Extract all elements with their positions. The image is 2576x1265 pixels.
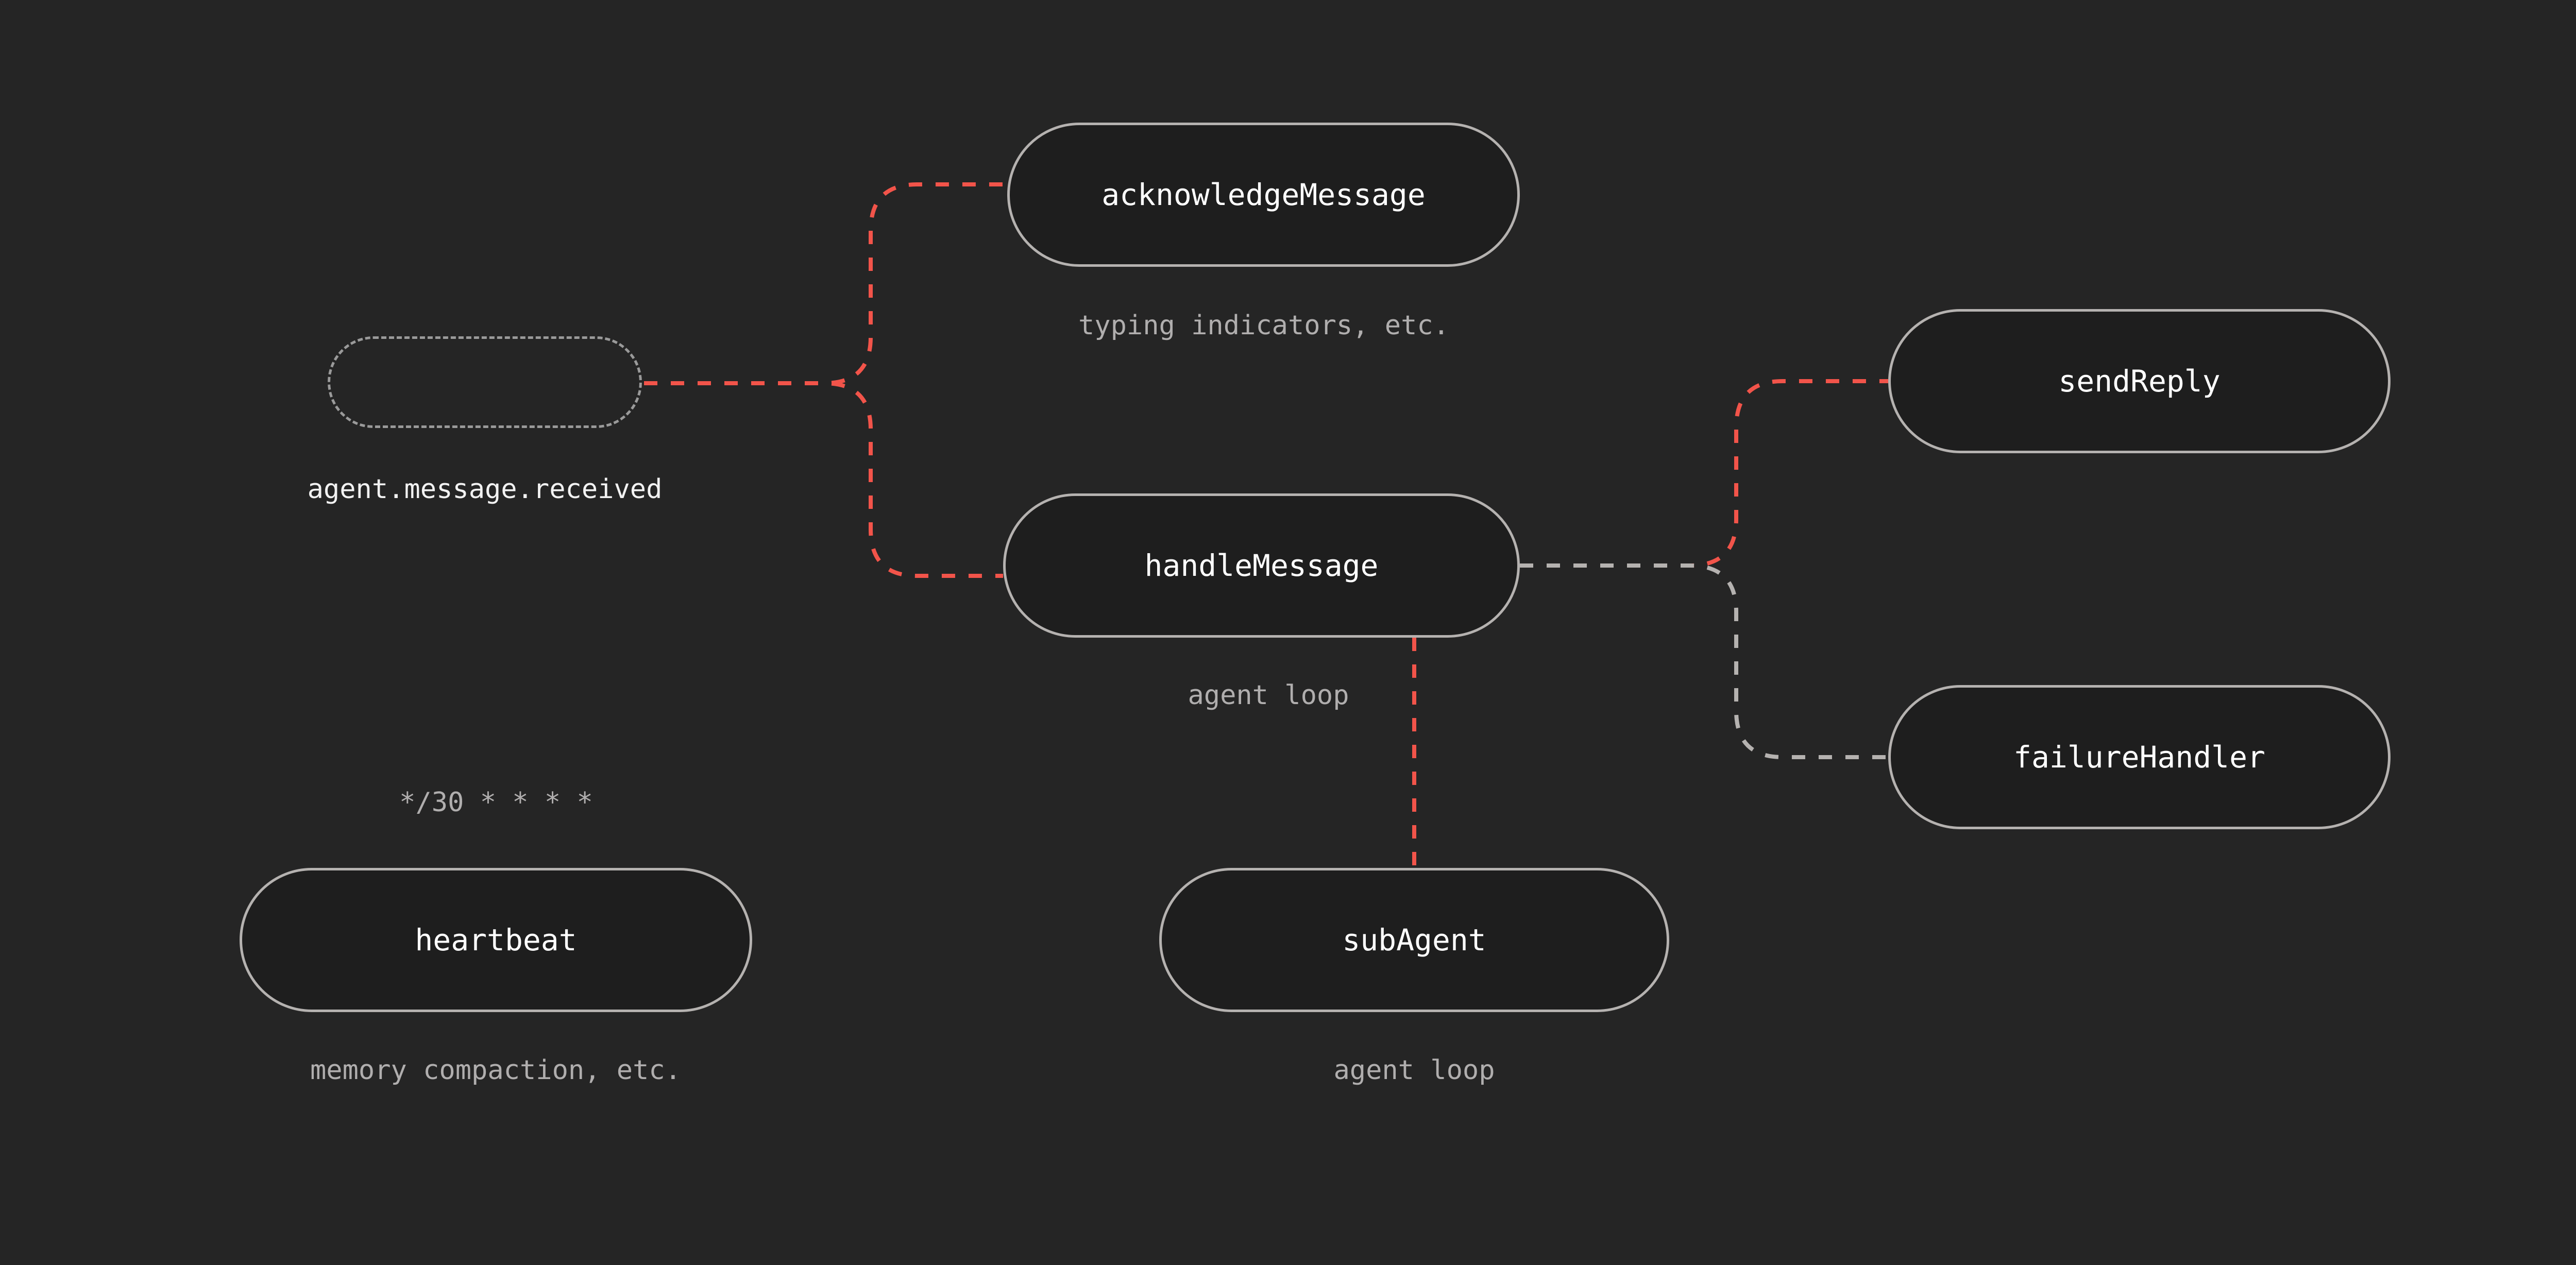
node-heartbeat[interactable]: heartbeat <box>240 868 752 1012</box>
edge-trigger-to-handle-message <box>644 381 1003 578</box>
node-failure-handler[interactable]: failureHandler <box>1888 685 2391 829</box>
edge-handle-message-to-failure-handler <box>1520 563 1888 759</box>
edge-trigger-to-acknowledge-message <box>644 182 1007 385</box>
node-handle-message[interactable]: handleMessage <box>1003 493 1520 638</box>
node-heartbeat-label: heartbeat <box>415 922 577 958</box>
node-send-reply-label: sendReply <box>2058 364 2221 399</box>
node-acknowledge-message-label: acknowledgeMessage <box>1101 177 1426 212</box>
node-acknowledge-message[interactable]: acknowledgeMessage <box>1007 123 1520 267</box>
node-failure-handler-label: failureHandler <box>2013 740 2265 775</box>
node-trigger[interactable] <box>328 336 642 428</box>
acknowledge-message-sublabel: typing indicators, etc. <box>1078 310 1450 341</box>
sub-agent-sublabel: agent loop <box>1333 1055 1495 1086</box>
node-handle-message-label: handleMessage <box>1144 548 1379 583</box>
node-sub-agent-label: subAgent <box>1342 922 1486 958</box>
node-send-reply[interactable]: sendReply <box>1888 309 2391 453</box>
handle-message-sublabel: agent loop <box>1188 680 1349 711</box>
edge-handle-message-to-send-reply <box>1520 379 1888 568</box>
heartbeat-cron-expression: */30 * * * * <box>399 787 593 818</box>
trigger-event-name: agent.message.received <box>307 474 663 505</box>
heartbeat-sublabel: memory compaction, etc. <box>310 1055 682 1086</box>
node-sub-agent[interactable]: subAgent <box>1159 868 1669 1012</box>
